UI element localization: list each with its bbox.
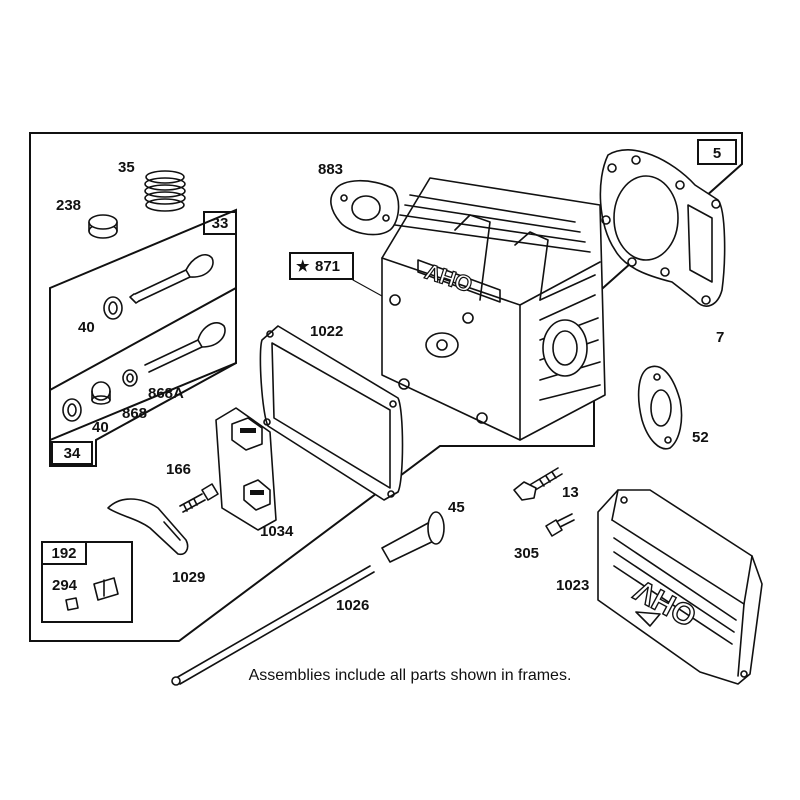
- label-40-lower: 40: [92, 419, 109, 436]
- screw-305-drawing: [545, 513, 575, 537]
- intake-retainer-drawing: [103, 296, 123, 320]
- frame-192-number: 192: [51, 545, 76, 562]
- valve-seal-868-drawing: [91, 381, 111, 405]
- label-1034: 1034: [260, 523, 294, 540]
- frame-34-tag: [51, 441, 93, 465]
- label-883: 883: [318, 161, 343, 178]
- label-868a: 868A: [148, 385, 184, 402]
- label-166: 166: [166, 461, 191, 478]
- label-45: 45: [448, 499, 465, 516]
- pushrod-drawing: [171, 565, 375, 686]
- label-871-box: [289, 252, 354, 280]
- main-assembly-frame: [29, 132, 743, 642]
- label-7: 7: [716, 329, 724, 346]
- label-1026: 1026: [336, 597, 369, 614]
- pushrod-guide-drawing: [381, 511, 445, 563]
- label-52: 52: [692, 429, 709, 446]
- label-868: 868: [122, 405, 147, 422]
- bolt-13-drawing: [513, 467, 563, 501]
- label-294: 294: [52, 577, 78, 594]
- exhaust-retainer-drawing: [62, 398, 82, 422]
- label-305: 305: [514, 545, 539, 562]
- frame-33-tag: [203, 211, 237, 235]
- label-35: 35: [118, 159, 135, 176]
- frame-34-number: 34: [64, 445, 81, 462]
- adjust-screw-drawing: [65, 577, 119, 611]
- rotator-drawing: [122, 369, 138, 387]
- label-1029: 1029: [172, 569, 205, 586]
- rocker-cover-gasket-drawing: [259, 325, 404, 501]
- frame-33-number: 33: [212, 215, 229, 232]
- valve-seal-drawing: [88, 214, 118, 239]
- label-13: 13: [562, 484, 579, 501]
- label-871: 871: [315, 258, 340, 275]
- rocker-cover-drawing: OHV: [597, 489, 763, 685]
- breather-plate-drawing: [215, 407, 277, 531]
- main-frame-number: 5: [713, 145, 721, 162]
- intake-gasket-drawing: [330, 179, 400, 236]
- exhaust-valve-frame: [49, 286, 237, 467]
- frame-192-tag: [41, 541, 87, 565]
- label-238: 238: [56, 197, 81, 214]
- label-871-star: ★: [296, 258, 310, 275]
- exhaust-valve-drawing: [144, 322, 226, 373]
- label-1022: 1022: [310, 323, 343, 340]
- rocker-stud-drawing: [179, 483, 219, 513]
- label-1023: 1023: [556, 577, 589, 594]
- label-40-upper: 40: [78, 319, 95, 336]
- head-gasket-drawing: [599, 149, 726, 307]
- cylinder-head-drawing: OHV: [381, 177, 606, 441]
- valve-spring-drawing: [144, 170, 186, 212]
- caption: Assemblies include all parts shown in fr…: [249, 667, 572, 684]
- exhaust-gasket-drawing: [637, 365, 683, 450]
- intake-valve-drawing: [129, 254, 214, 304]
- leader-871: [352, 279, 383, 297]
- rocker-arm-drawing: [107, 498, 189, 556]
- main-frame-tag: [697, 139, 737, 165]
